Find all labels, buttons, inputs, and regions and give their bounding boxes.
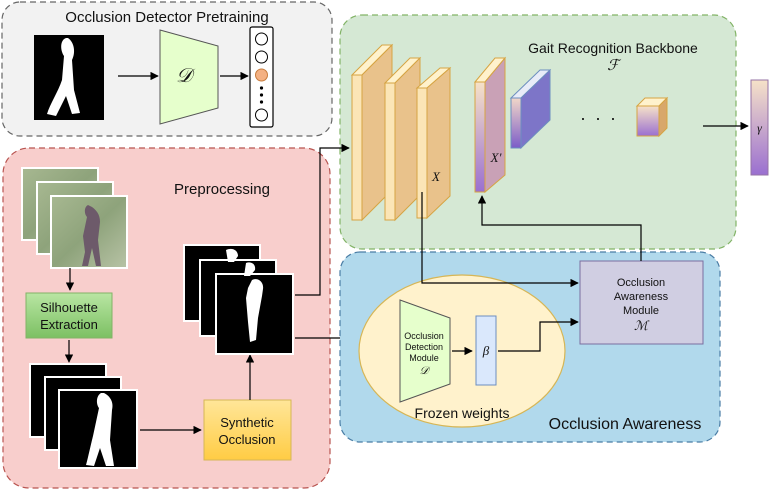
awareness-module-line2: Awareness (614, 291, 669, 303)
feature-map-4 (509, 68, 552, 150)
silhouette-extraction-line1: Silhouette (40, 300, 98, 315)
gamma-label: γ (757, 121, 762, 135)
silhouette-extraction-box (25, 292, 113, 339)
awareness-module-line3: Module (623, 305, 659, 317)
awareness-module (579, 260, 704, 345)
pretraining-panel: Occlusion Detector Pretraining 𝒟 (1, 1, 333, 137)
detection-module-symbol: 𝒟 (420, 365, 431, 377)
backbone-panel: Gait Recognition Backbone ℱ X X' (339, 14, 737, 250)
pretraining-title: Occlusion Detector Pretraining (65, 9, 268, 26)
synthetic-occlusion-box (203, 399, 292, 461)
occluded-silhouettes (183, 244, 294, 355)
awareness-panel: Occlusion Awareness Frozen weights Occlu… (339, 251, 721, 443)
detection-module (399, 299, 451, 403)
backbone-symbol: ℱ (607, 58, 622, 74)
feature-map-x-prime (473, 56, 507, 194)
frozen-weights-label: Frozen weights (415, 405, 510, 421)
detection-module-line3: Module (409, 353, 439, 363)
preprocessing-title: Preprocessing (174, 181, 270, 198)
detection-module-line1: Occlusion (404, 331, 444, 341)
pretraining-silhouette (34, 35, 104, 120)
extracted-silhouettes (29, 363, 138, 469)
backbone-title: Gait Recognition Backbone (528, 40, 698, 56)
x-label: X (431, 169, 441, 184)
preprocessing-panel: Preprocessing Silhouette Extraction Synt… (2, 147, 331, 489)
awareness-module-symbol: ℳ (634, 318, 650, 333)
ellipsis: · · · (580, 108, 618, 128)
detection-module-line2: Detection (405, 342, 443, 352)
detector-output-vector (249, 26, 274, 128)
silhouette-extraction-line2: Extraction (40, 317, 98, 332)
synthetic-occlusion-line1: Synthetic (220, 415, 274, 430)
awareness-title: Occlusion Awareness (549, 416, 702, 433)
rgb-frames (21, 167, 128, 269)
awareness-module-line1: Occlusion (617, 277, 665, 289)
feature-map-2 (383, 56, 422, 222)
feature-map-5 (635, 96, 669, 138)
beta-label: β (482, 343, 490, 358)
pretraining-detector-symbol: 𝒟 (176, 65, 196, 87)
beta-vector (475, 315, 497, 386)
synthetic-occlusion-line2: Occlusion (218, 432, 275, 447)
pretraining-detector (159, 29, 219, 125)
x-prime-label: X' (490, 150, 502, 165)
gamma-embedding (750, 79, 769, 176)
